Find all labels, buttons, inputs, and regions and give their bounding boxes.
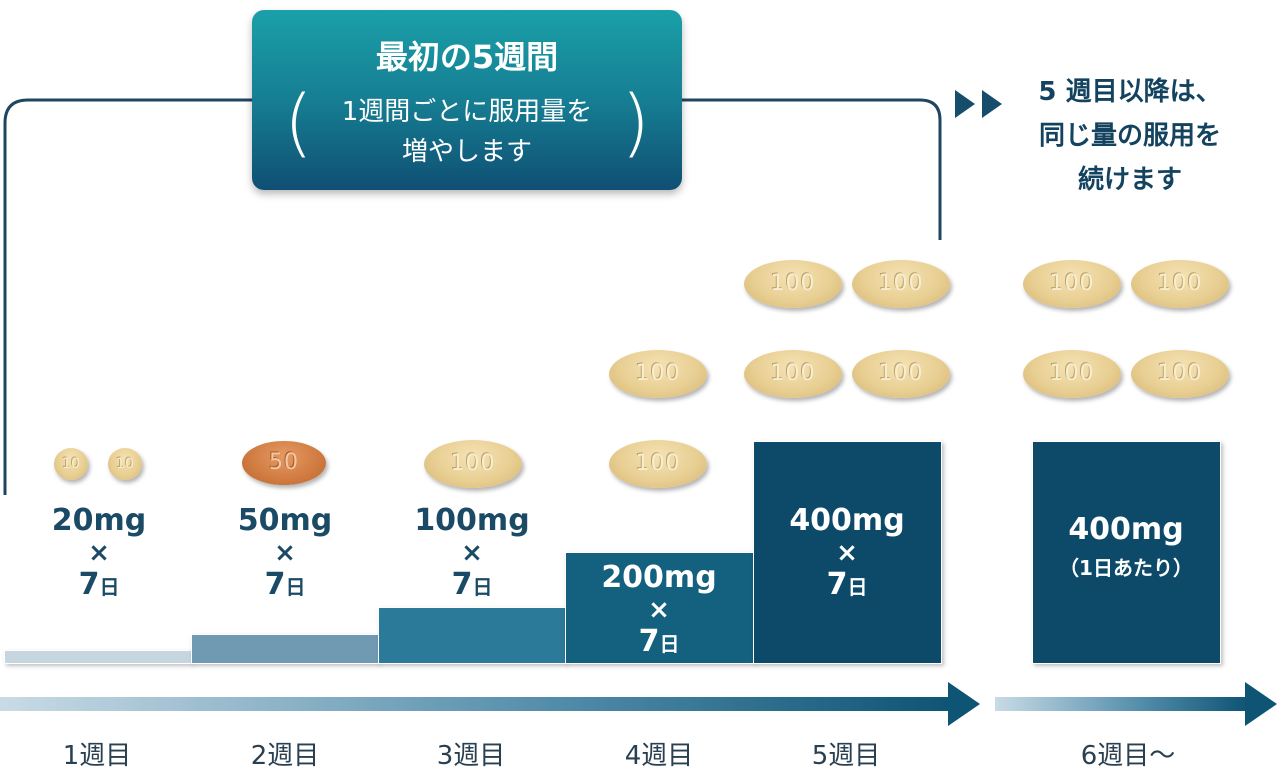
dose-days-unit: 日 [659,632,680,656]
pill-100mg-icon: 100 [1131,350,1229,398]
double-arrow-icon-2 [982,90,1002,118]
pill-100mg-icon: 100 [852,260,950,308]
pill-100mg-icon: 100 [852,350,950,398]
pill-100mg-icon: 100 [744,260,842,308]
dose-label-week3: 100mg × 7日 [397,503,547,605]
pill-10mg-icon: 10 [54,448,88,480]
step-bar-week2 [191,634,379,664]
callout-subtitle: 1週間ごとに服用量を 増やします [252,92,682,172]
week-label-2: 2週目 [250,741,320,771]
pill-100mg-icon: 100 [744,350,842,398]
dose-amount: 100mg [414,503,530,538]
timeline-arrow-head-2 [1245,682,1277,726]
pill-100mg-icon: 100 [609,440,707,488]
timeline-arrow-bar-1 [0,697,950,711]
pill-100mg-icon: 100 [1023,350,1121,398]
dose-days-unit: 日 [472,575,493,599]
callout-subtitle-line1: 1週間ごとに服用量を [341,97,593,127]
first-five-weeks-callout: 最初の5週間 ( ) 1週間ごとに服用量を 増やします [252,10,682,190]
note-line3: 続けます [1077,165,1182,195]
note-line1: 5 週目以降は、 [1038,77,1222,107]
dose-label-week1: 20mg × 7日 [24,503,174,605]
dose-label-week2: 50mg × 7日 [210,503,360,605]
week-label-6: 6週目～ [1080,741,1176,771]
multiply-glyph: × [648,595,670,625]
pill-100mg-icon: 100 [1131,260,1229,308]
multiply-glyph: × [461,538,483,568]
per-day-label: （1日あたり） [1059,556,1193,580]
week-label-4: 4週目 [624,741,694,771]
pill-100mg-icon: 100 [1023,260,1121,308]
dose-days-unit: 日 [99,575,120,599]
step-bar-week4 [565,552,754,664]
step-bar-week3 [378,607,566,664]
step-bar-week1 [4,650,192,664]
left-paren-glyph: ( [284,80,313,166]
double-arrow-icon-1 [955,90,975,118]
multiply-glyph: × [88,538,110,568]
week-label-3: 3週目 [436,741,506,771]
dose-days-unit: 日 [285,575,306,599]
dose-amount: 400mg [1068,512,1184,547]
right-paren-glyph: ) [621,80,650,166]
multiply-glyph: × [836,538,858,568]
pill-50mg-icon: 50 [242,441,326,485]
dose-days-unit: 日 [847,575,868,599]
timeline-arrow-bar-2 [995,697,1247,711]
dose-days: 7 [826,567,848,602]
dose-label-week5: 400mg × 7日 [772,503,922,605]
dose-amount: 400mg [789,503,905,538]
week-label-1: 1週目 [62,741,132,771]
dose-days: 7 [451,567,473,602]
step-bar-maintenance [1032,441,1221,664]
timeline-arrow-head-1 [948,682,980,726]
dose-amount: 200mg [601,560,717,595]
dose-amount: 50mg [237,503,333,538]
maintenance-note: 5 週目以降は、 同じ量の服用を 続けます [1010,70,1250,202]
dose-days: 7 [264,567,286,602]
dose-days: 7 [638,624,660,659]
dose-amount: 20mg [51,503,147,538]
note-line2: 同じ量の服用を [1038,121,1221,151]
callout-subtitle-line2: 増やします [401,137,532,167]
week-label-5: 5週目 [811,741,881,771]
multiply-glyph: × [274,538,296,568]
dose-days: 7 [78,567,100,602]
step-bar-week5 [753,441,942,664]
dose-label-maintenance: 400mg （1日あたり） [1036,512,1216,588]
pill-100mg-icon: 100 [609,350,707,398]
pill-100mg-icon: 100 [424,440,522,488]
dose-label-week4: 200mg × 7日 [584,560,734,662]
callout-title: 最初の5週間 [375,38,559,76]
pill-10mg-icon: 10 [108,448,142,480]
